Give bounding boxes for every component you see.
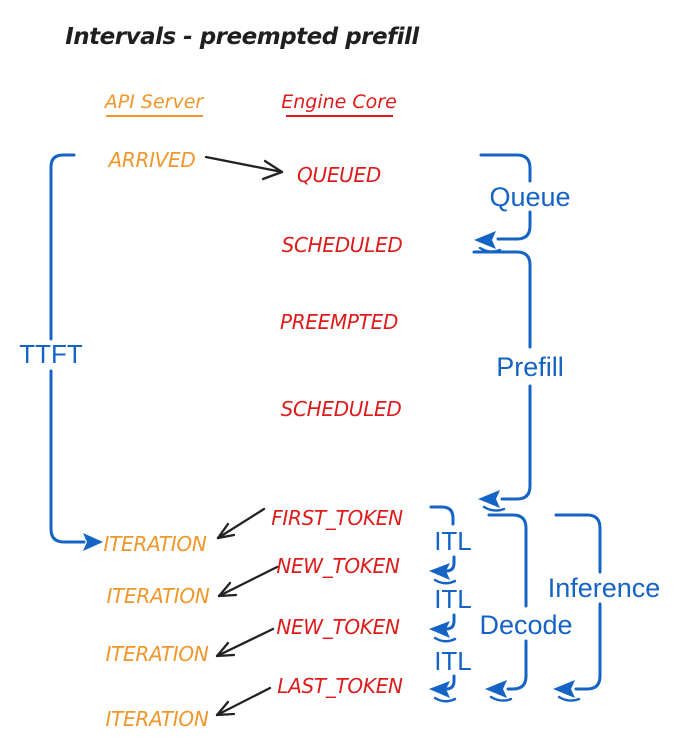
- event-new-token-1: NEW_TOKEN: [276, 554, 400, 578]
- inference-arrow-flick: [557, 695, 581, 702]
- arrow-new-token-1-to-iteration-2: [217, 565, 279, 598]
- transition-arrows: [204, 155, 284, 717]
- event-last-token: LAST_TOKEN: [277, 674, 403, 698]
- event-iteration-1: ITERATION: [104, 532, 207, 556]
- itl-arrowhead-1-icon: [429, 563, 450, 580]
- event-arrived: ARRIVED: [107, 148, 196, 172]
- ttft-bracket: TTFT: [19, 153, 103, 551]
- interval-label-inference: Inference: [548, 573, 661, 603]
- event-iteration-3: ITERATION: [106, 642, 209, 666]
- itl-arrowhead-3-icon: [429, 681, 450, 698]
- event-first-token: FIRST_TOKEN: [271, 506, 403, 530]
- prefill-arrow-flick: [482, 505, 506, 512]
- decode-bracket: Decode: [479, 513, 573, 702]
- column-header-api-server: API Server: [103, 91, 205, 113]
- decode-arrow-flick: [489, 695, 513, 702]
- inference-arrowhead-icon: [553, 680, 575, 698]
- queue-arrowhead-icon: [474, 231, 496, 249]
- engine-core-events: QUEUED SCHEDULED PREEMPTED SCHEDULED FIR…: [271, 163, 403, 698]
- ttft-arrowhead-icon: [83, 533, 103, 551]
- prefill-bracket: Prefill: [472, 250, 564, 512]
- interval-label-itl-2: ITL: [434, 584, 472, 614]
- interval-label-itl-3: ITL: [434, 646, 472, 676]
- arrow-arrived-to-queued: [204, 155, 284, 181]
- interval-label-itl-1: ITL: [434, 526, 472, 556]
- queue-bracket: Queue: [474, 153, 571, 253]
- itl-arrow-flick-3: [433, 696, 457, 703]
- prefill-arrowhead-icon: [478, 490, 500, 508]
- column-header-engine-core: Engine Core: [281, 91, 397, 113]
- interval-label-prefill: Prefill: [496, 352, 564, 382]
- itl-arrow-flick-2: [433, 636, 457, 643]
- itl-arrowhead-2-icon: [429, 621, 450, 638]
- event-iteration-4: ITERATION: [106, 707, 209, 731]
- interval-label-queue: Queue: [489, 182, 570, 212]
- interval-label-decode: Decode: [479, 610, 572, 640]
- diagram-title: Intervals - preempted prefill: [65, 24, 420, 50]
- itl-top-hook: [429, 505, 455, 526]
- event-preempted: PREEMPTED: [280, 310, 398, 334]
- event-iteration-2: ITERATION: [107, 584, 210, 608]
- event-queued: QUEUED: [297, 163, 381, 187]
- api-server-events: ARRIVED ITERATION ITERATION ITERATION IT…: [104, 148, 211, 731]
- event-new-token-2: NEW_TOKEN: [276, 615, 400, 639]
- arrow-last-token-to-iteration-4: [215, 686, 272, 717]
- inference-bracket: Inference: [548, 513, 661, 702]
- decode-arrowhead-icon: [485, 680, 507, 698]
- arrow-first-token-to-iteration-1: [216, 507, 266, 540]
- interval-label-ttft: TTFT: [19, 339, 83, 369]
- itl-brackets: ITL ITL ITL: [429, 505, 472, 703]
- arrow-new-token-2-to-iteration-3: [215, 627, 275, 658]
- event-scheduled-1: SCHEDULED: [282, 233, 403, 257]
- event-scheduled-2: SCHEDULED: [281, 397, 402, 421]
- column-headers: API Server Engine Core: [103, 91, 397, 117]
- itl-arrow-flick-1: [433, 578, 457, 585]
